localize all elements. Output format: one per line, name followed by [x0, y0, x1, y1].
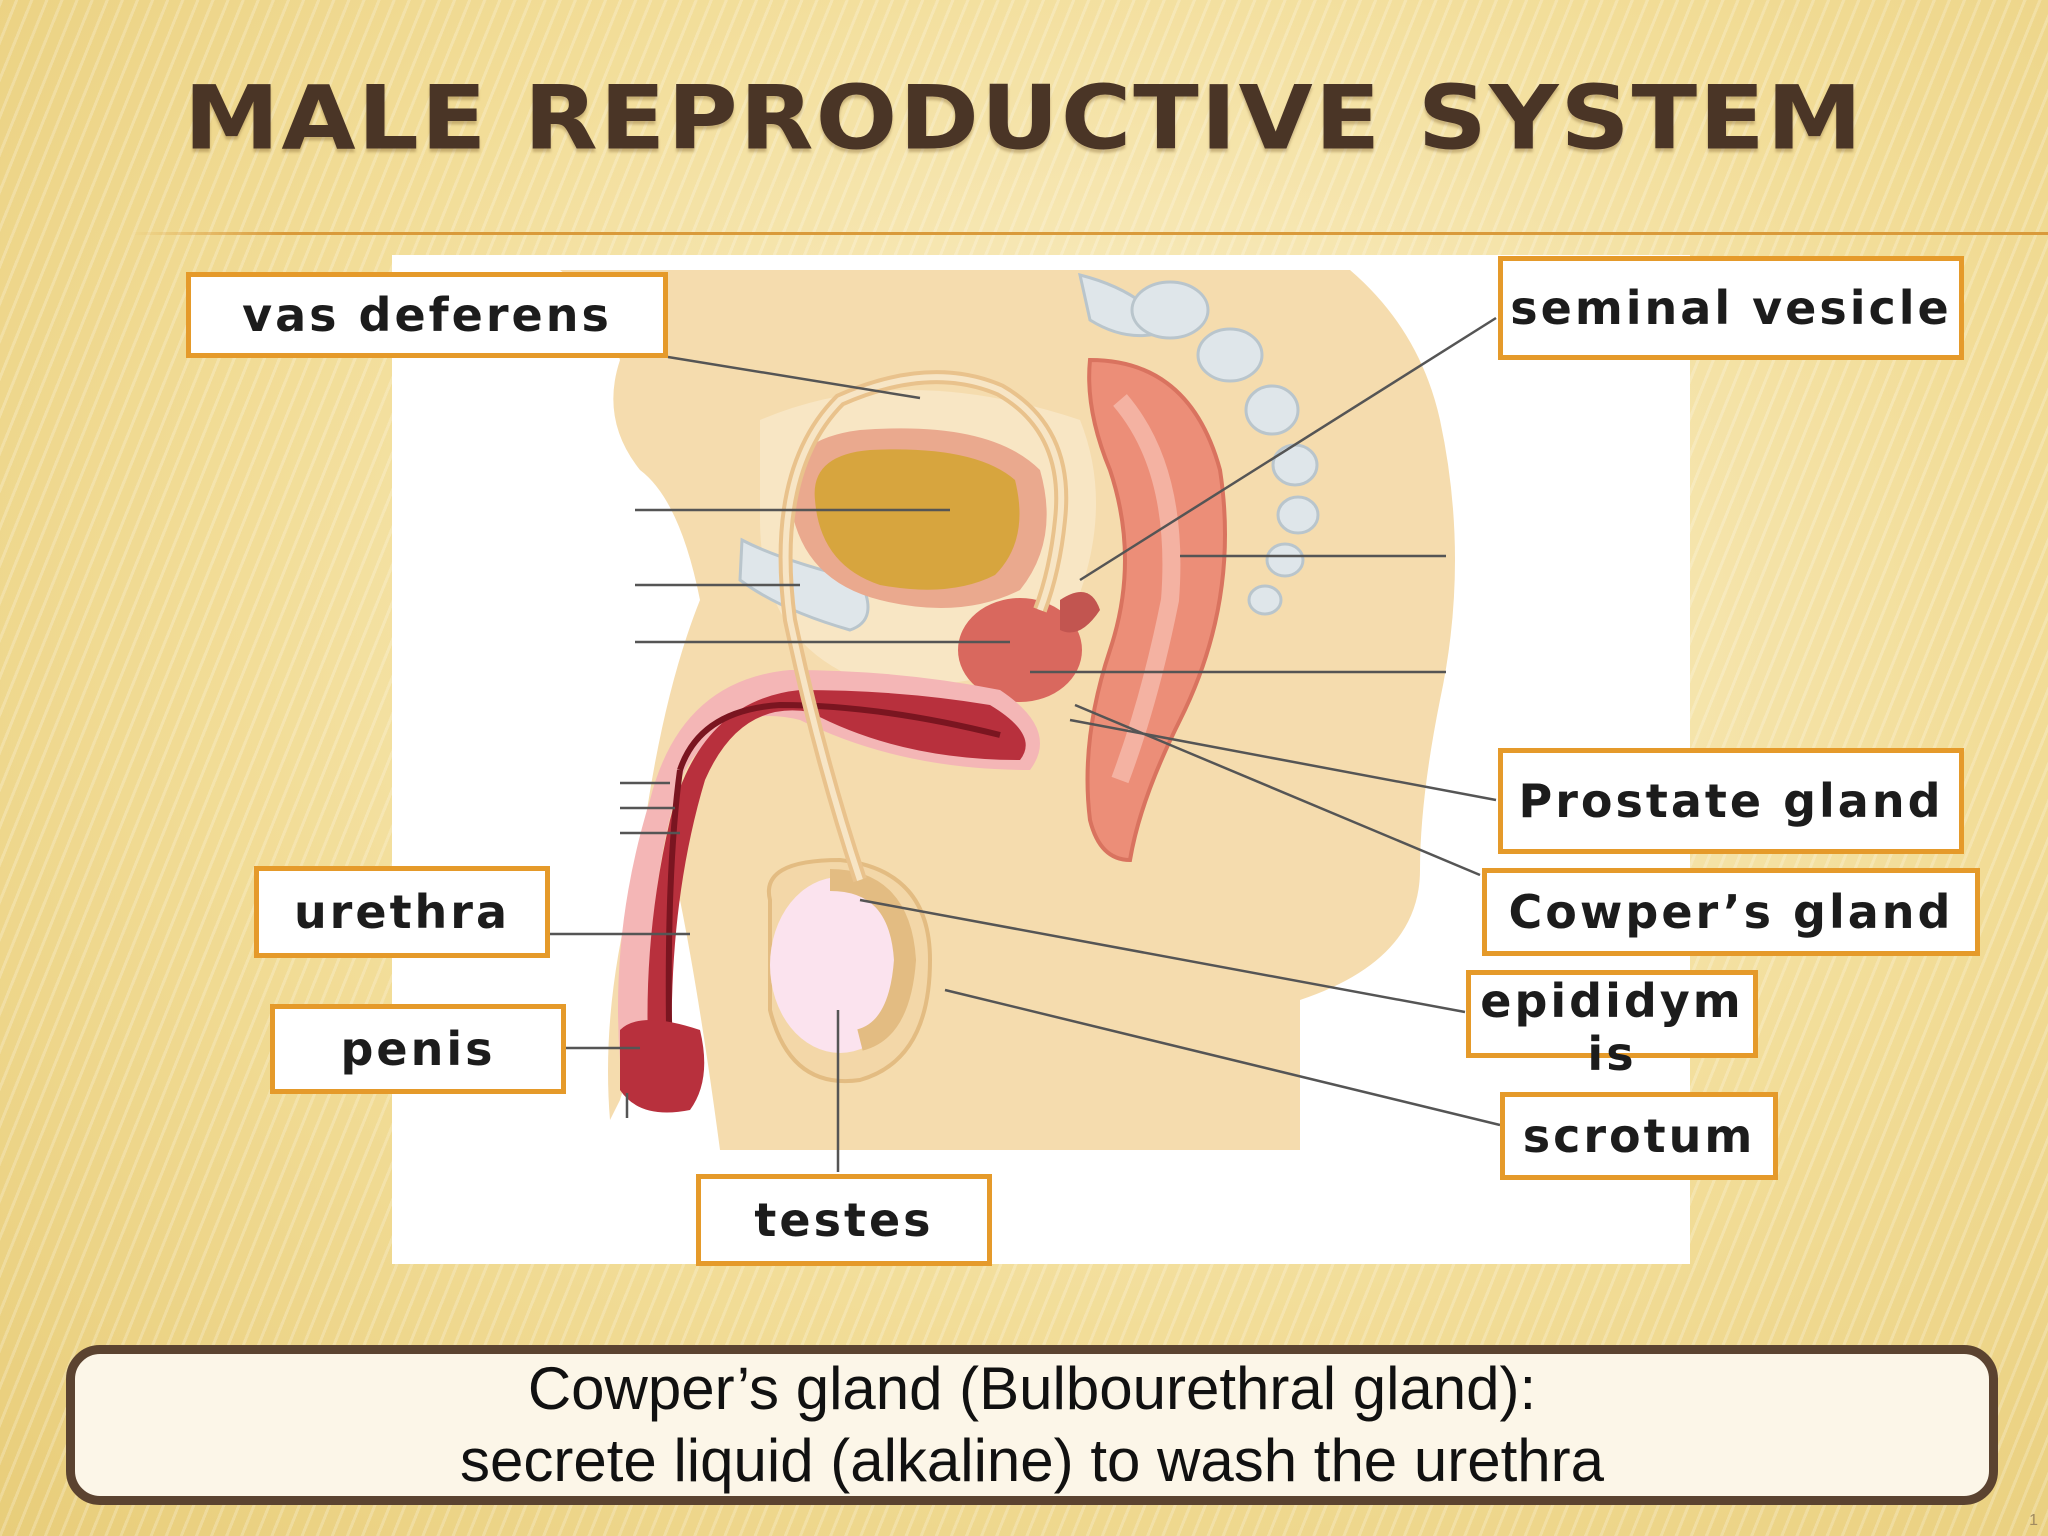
label-prostate-gland: Prostate gland	[1498, 748, 1964, 854]
caption-box: Cowper’s gland (Bulbourethral gland): se…	[66, 1345, 1998, 1505]
prostate	[958, 598, 1082, 702]
testis-shape	[770, 877, 910, 1053]
label-epididymis: epididymis	[1466, 970, 1758, 1080]
label-scrotum: scrotum	[1500, 1092, 1778, 1180]
label-vas-deferens: vas deferens	[186, 272, 668, 358]
spine	[1078, 272, 1320, 616]
leader-lines	[550, 316, 1501, 1172]
rectum	[1085, 357, 1227, 863]
page-number: 1	[2029, 1512, 2038, 1529]
seminal-vesicle	[1060, 592, 1100, 633]
label-urethra: urethra	[254, 866, 550, 958]
caption-line-1: Cowper’s gland (Bulbourethral gland):	[527, 1355, 1537, 1422]
slide-title: MALE REPRODUCTIVE SYSTEM	[183, 66, 1865, 170]
title-divider	[130, 232, 2048, 235]
glans	[620, 1020, 705, 1113]
label-cowpers-gland: Cowper’s gland	[1482, 868, 1980, 956]
label-testes: testes	[696, 1174, 992, 1266]
label-seminal-vesicle: seminal vesicle	[1498, 256, 1964, 360]
label-penis: penis	[270, 1004, 566, 1094]
caption-line-2: secrete liquid (alkaline) to wash the ur…	[460, 1427, 1604, 1494]
